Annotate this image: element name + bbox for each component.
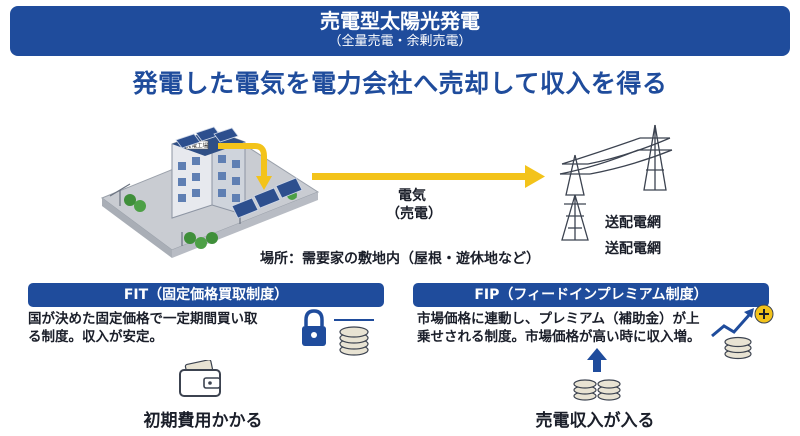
fit-description-line-2: る制度。収入が安定。 (28, 329, 163, 345)
building-sign: 発電工場 (186, 142, 209, 150)
ground-solar-panels-icon (231, 177, 303, 219)
grid-label-1: 送配電網 (605, 215, 661, 231)
power-line-icon (559, 124, 673, 241)
fit-result: 初期費用かかる (143, 411, 263, 431)
grid-label-2: 送配電網 (605, 241, 661, 257)
solar-panel-icon (175, 126, 239, 149)
fip-result: 売電収入が入る (535, 411, 655, 431)
fit-description: 国が決めた固定価格で一定期間買い取 る制度。収入が安定。 (28, 310, 298, 346)
location-text: 場所：需要家の敷地内（屋根・遊休地など） (260, 251, 540, 267)
yellow-loop-arrow (218, 143, 272, 190)
fip-title: FIP（フィードインプレミアム制度） (413, 283, 769, 307)
fit-title: FIT（固定価格買取制度） (28, 283, 384, 307)
wallet-icon (179, 360, 221, 397)
rising-chart-coins-icon (711, 304, 774, 360)
coins-up-arrow-icon (573, 348, 621, 401)
main-title: 売電型太陽光発電 (320, 9, 480, 33)
flow-diagram: 発電工場 (100, 124, 673, 258)
subtitle: （全量売電・余剰売電） (328, 34, 472, 49)
fit-description-line-1: 国が決めた固定価格で一定期間買い取 (28, 311, 258, 327)
power-arrow (312, 165, 545, 188)
electricity-label: 電気 (398, 188, 426, 204)
electricity-sale-label: （売電） (386, 206, 442, 222)
fip-description-line-2: 乗せされる制度。市場価格が高い時に収入増。 (417, 329, 701, 345)
headline: 発電した電気を電力会社へ売却して収入を得る (132, 69, 668, 98)
fip-description-line-1: 市場価格に連動し、プレミアム（補助金）が上 (417, 311, 700, 327)
title-banner: 売電型太陽光発電 （全量売電・余剰売電） (10, 6, 790, 56)
fip-description: 市場価格に連動し、プレミアム（補助金）が上 乗せされる制度。市場価格が高い時に収… (417, 310, 717, 346)
lock-coins-icon (302, 309, 374, 356)
